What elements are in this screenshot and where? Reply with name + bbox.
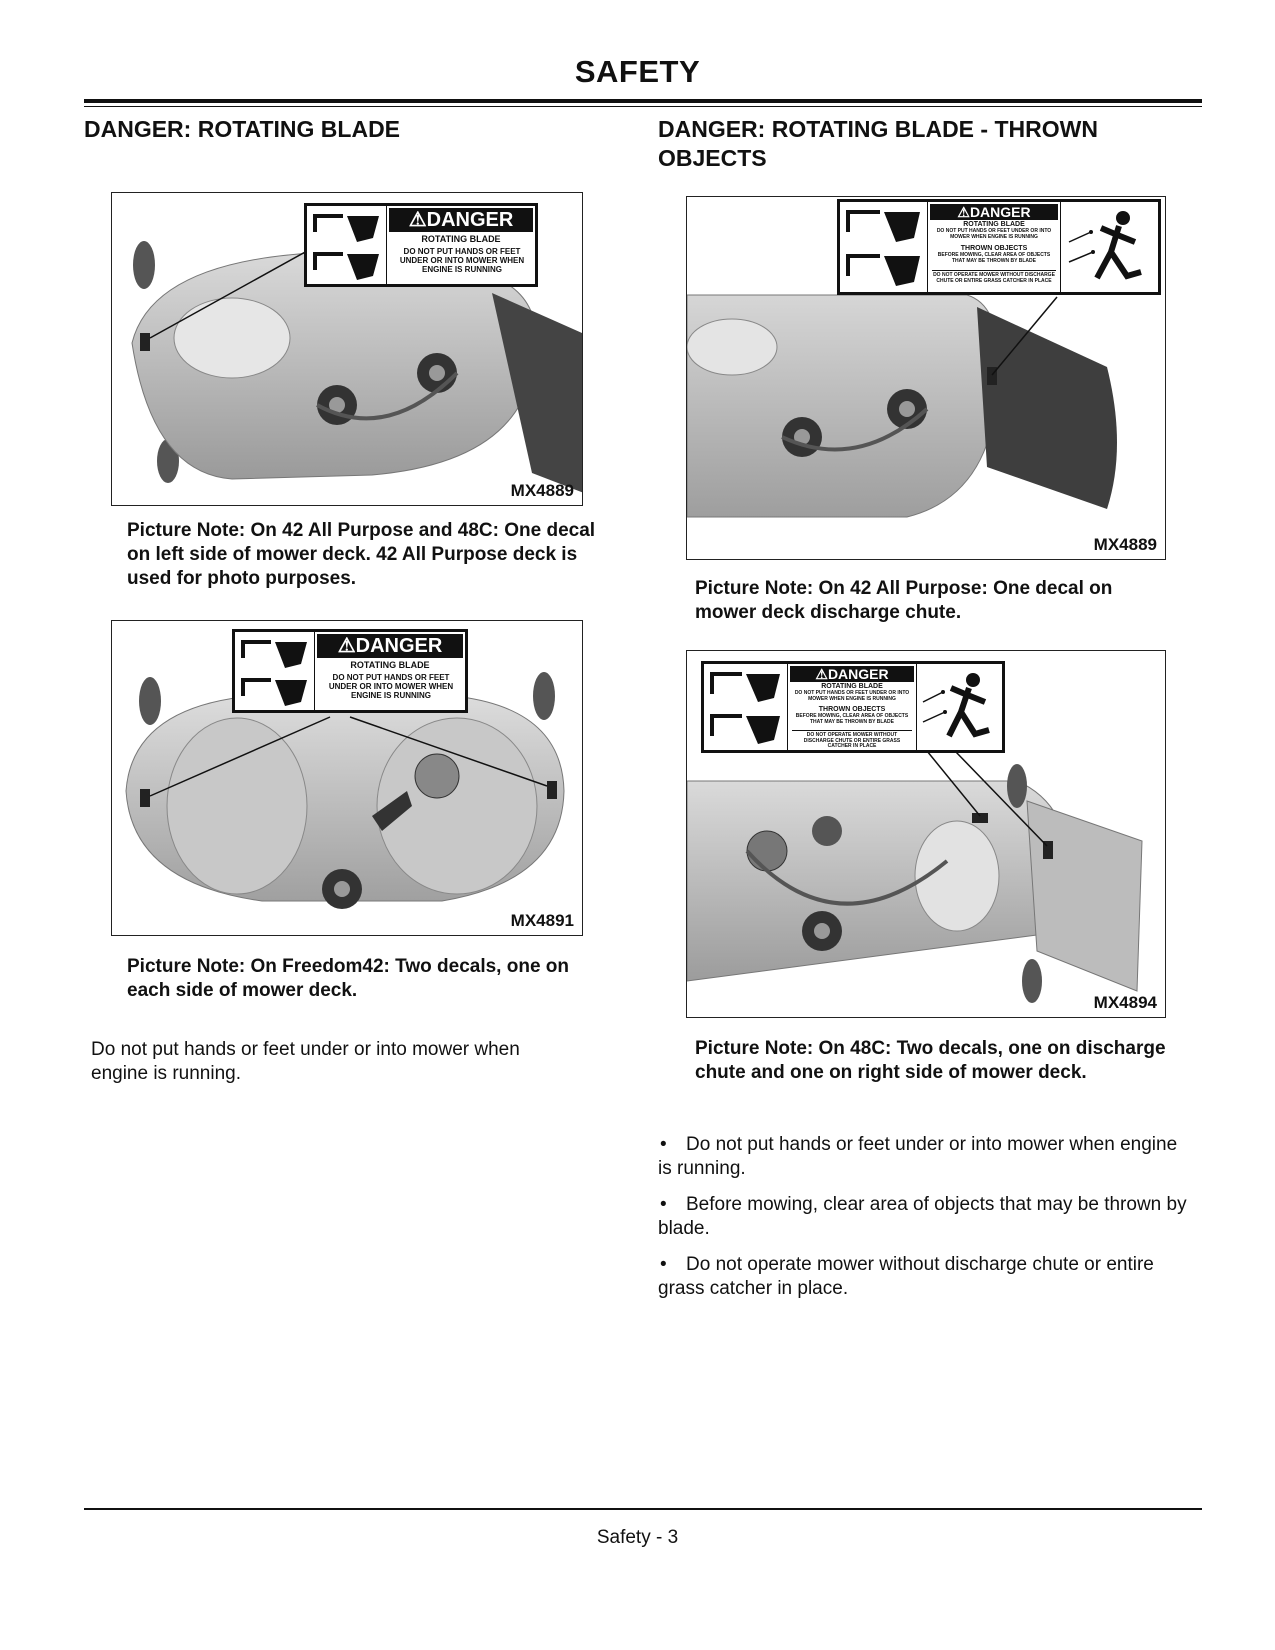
figure-deck-48c: ⚠DANGER ROTATING BLADE DO NOT PUT HANDS … [686,650,1166,1018]
decal-text: DO NOT OPERATE MOWER WITHOUT DISCHARGE C… [932,270,1056,284]
mower-deck-illustration [687,294,1117,518]
decal-header: ⚠DANGER [317,634,463,658]
decal-text: DO NOT PUT HANDS OR FEET UNDER OR INTO M… [328,673,454,700]
bullet-marker: • [660,1194,667,1215]
hand-foot-warning-icon [704,664,788,750]
picture-note: Picture Note: On Freedom42: Two decals, … [127,956,570,1001]
decal-subheader: THROWN OBJECTS [960,245,1028,252]
figure-id: MX4894 [1093,993,1157,1012]
figure-deck-42-discharge-chute: ⚠DANGER ROTATING BLADE DO NOT PUT HANDS … [686,196,1166,560]
bullet-marker: • [660,1134,667,1155]
picture-note: Picture Note: On 48C: Two decals, one on… [695,1038,1166,1083]
decal-text: DO NOT PUT HANDS OR FEET UNDER OR INTO M… [936,228,1052,240]
decal-header: ⚠DANGER [790,666,914,682]
decal-subheader: ROTATING BLADE [350,660,430,670]
figure-deck-freedom42: ⚠DANGER ROTATING BLADE DO NOT PUT HANDS … [111,620,583,936]
figure-deck-42-all-purpose: ⚠DANGER ROTATING BLADE DO NOT PUT HANDS … [111,192,583,506]
danger-decal: ⚠DANGER ROTATING BLADE DO NOT PUT HANDS … [304,203,538,287]
figure-id: MX4889 [510,481,574,500]
decal-text: DO NOT PUT HANDS OR FEET UNDER OR INTO M… [399,247,525,274]
decal-text: DO NOT PUT HANDS OR FEET UNDER OR INTO M… [794,690,910,702]
figure-id: MX4891 [510,911,574,930]
bullet-item: •Do not put hands or feet under or into … [658,1134,1178,1179]
warning-triangle-icon: ⚠ [957,204,970,220]
decal-subheader: ROTATING BLADE [963,221,1025,228]
page-number: Safety - 3 [596,1527,679,1548]
thrown-objects-figure-icon [916,664,1002,750]
warning-triangle-icon: ⚠ [815,666,828,682]
bullet-item: •Before mowing, clear area of objects th… [658,1194,1187,1239]
decal-subheader: ROTATING BLADE [421,234,501,244]
picture-note: Picture Note: On 42 All Purpose and 48C:… [127,520,596,589]
decal-subheader: ROTATING BLADE [821,683,883,690]
section-heading-thrown-objects: DANGER: ROTATING BLADE - THROWN OBJECTS [658,116,1098,171]
decal-text: DO NOT OPERATE MOWER WITHOUT DISCHARGE C… [792,730,912,750]
header-rule [84,99,1202,103]
section-heading-rotating-blade: DANGER: ROTATING BLADE [84,116,401,142]
page-title: SAFETY [574,54,701,89]
decal-text: BEFORE MOWING, CLEAR AREA OF OBJECTS THA… [795,713,909,725]
hand-foot-warning-icon [307,206,387,284]
bullet-item: •Do not operate mower without discharge … [658,1254,1154,1299]
danger-decal-thrown-objects: ⚠DANGER ROTATING BLADE DO NOT PUT HANDS … [837,199,1161,295]
warning-triangle-icon: ⚠ [408,209,427,231]
decal-header: ⚠DANGER [389,208,533,232]
thrown-objects-figure-icon [1060,202,1158,292]
mower-deck-illustration [125,672,565,909]
hand-foot-warning-icon [840,202,928,292]
body-text: Do not put hands or feet under or into m… [91,1039,520,1084]
bullet-marker: • [660,1254,667,1275]
header-rule-thin [84,106,1202,107]
decal-header: ⚠DANGER [930,204,1058,220]
hand-foot-warning-icon [235,632,315,710]
decal-subheader: THROWN OBJECTS [818,706,886,713]
decal-text: BEFORE MOWING, CLEAR AREA OF OBJECTS THA… [937,252,1051,264]
danger-decal: ⚠DANGER ROTATING BLADE DO NOT PUT HANDS … [232,629,468,713]
footer-rule [84,1508,1202,1510]
picture-note: Picture Note: On 42 All Purpose: One dec… [695,578,1113,623]
mower-deck-illustration [687,750,1143,1003]
figure-id: MX4889 [1093,535,1157,554]
warning-triangle-icon: ⚠ [337,635,356,657]
danger-decal-thrown-objects: ⚠DANGER ROTATING BLADE DO NOT PUT HANDS … [701,661,1005,753]
mower-deck-illustration [131,241,582,493]
